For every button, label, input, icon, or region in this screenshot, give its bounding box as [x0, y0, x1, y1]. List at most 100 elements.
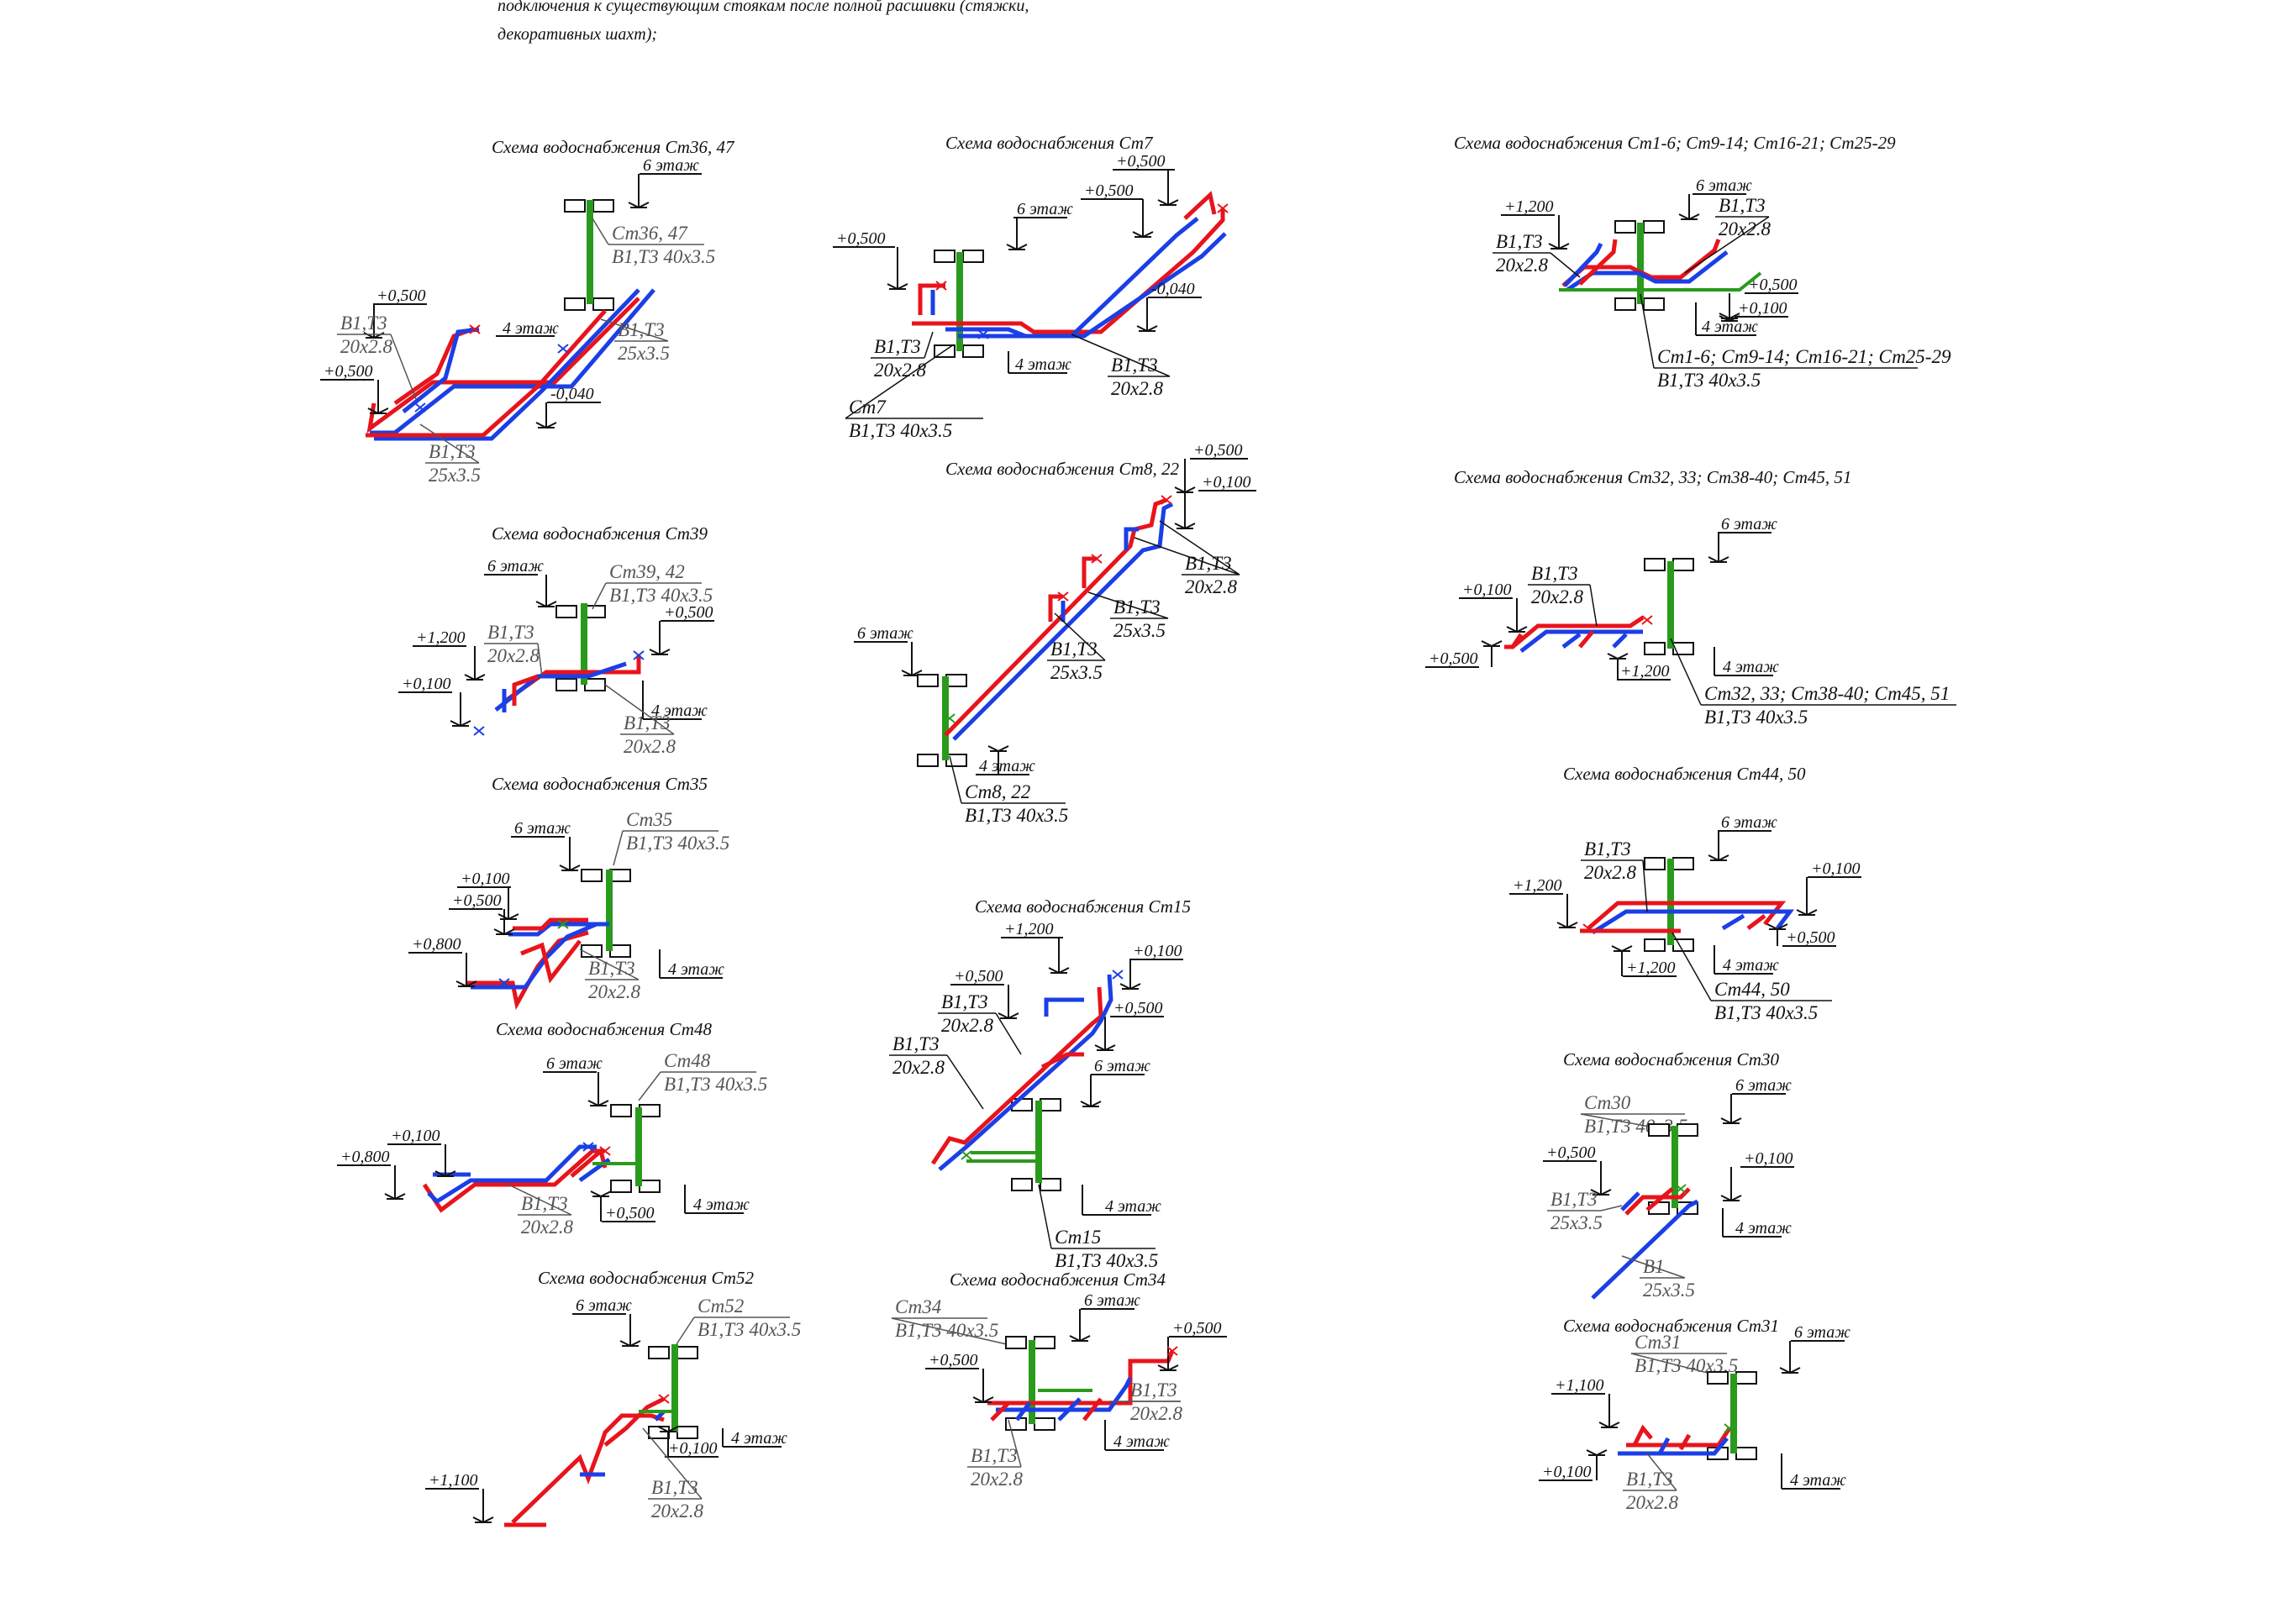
leader-line [1684, 216, 1770, 274]
elevation-mark: +0,500 [1786, 928, 1835, 947]
pipe-line [1746, 914, 1766, 930]
elevation-mark: 6 этаж [1794, 1323, 1850, 1342]
pipe-label: В1,Т3 [624, 712, 671, 733]
pipe-size: 20х2.8 [624, 736, 676, 757]
pipe-line [520, 939, 582, 984]
floor-slab-icon [609, 869, 631, 882]
floor-slab-icon [1644, 642, 1666, 655]
elevation-mark: +0,500 [1084, 181, 1134, 200]
pipe-line [1591, 1199, 1699, 1300]
floor-slab-icon [1644, 857, 1666, 870]
floor-slab-icon [1735, 1447, 1757, 1460]
valve-symbol-icon [1675, 1184, 1687, 1194]
floor-slab-icon [648, 1346, 670, 1359]
floor-slab-icon [1005, 1336, 1027, 1349]
floor-mark: 4 этаж [651, 702, 708, 720]
pipe-line [370, 288, 655, 435]
pipe-label: В1,Т3 [1584, 838, 1631, 859]
floor-slab-icon [564, 297, 586, 311]
scheme-title: Схема водоснабжения Ст39 [492, 523, 708, 544]
scheme-title: Схема водоснабжения Ст48 [496, 1019, 712, 1039]
pipe-label: В1,Т3 [487, 622, 534, 643]
pipe-line [393, 327, 473, 406]
floor-slab-icon [1011, 1178, 1033, 1191]
riser-label: Ст34 [895, 1296, 941, 1317]
floor-slab-icon [1040, 1098, 1061, 1112]
scheme-title: Схема водоснабжения Ст52 [538, 1268, 754, 1288]
pipe-line [1645, 1187, 1674, 1211]
leader-line [676, 1317, 695, 1345]
floor-slab-icon [564, 199, 586, 213]
pipe-label: В1,Т3 [874, 336, 921, 357]
riser-label: Ст32, 33; Ст38-40; Ст45, 51 [1704, 683, 1950, 704]
floor-mark: 4 этаж [1735, 1219, 1792, 1238]
scheme-st8-22: Схема водоснабжения Ст8, 22+0,500+0,1006… [854, 441, 1256, 826]
leader-line [613, 830, 624, 866]
riser-spec: В1,Т3 40х3.5 [612, 246, 715, 267]
leader-line [1071, 334, 1171, 377]
valve-symbol-icon [977, 329, 989, 339]
elevation-mark: +1,100 [429, 1471, 478, 1490]
elevation-mark: 6 этаж [1735, 1076, 1792, 1095]
scheme-title: Схема водоснабжения Ст35 [492, 774, 708, 794]
leader-line [1600, 1205, 1623, 1211]
floor-slab-icon [1614, 220, 1636, 234]
floor-slab-icon [962, 250, 984, 263]
pipe-line [366, 297, 640, 434]
floor-mark: 4 этаж [1702, 318, 1758, 336]
valve-symbol-icon [1166, 1346, 1178, 1356]
valve-symbol-icon [1582, 923, 1594, 933]
floor-slab-icon [555, 605, 577, 618]
floor-mark: 4 этаж [1105, 1197, 1161, 1216]
riser-spec: В1,Т3 40х3.5 [664, 1074, 767, 1095]
pipe-line [466, 930, 589, 1011]
riser-label: Ст48 [664, 1050, 711, 1071]
pipe-label: В1,Т3 [1531, 563, 1578, 584]
leader-line [1087, 591, 1169, 619]
leader-line [1671, 932, 1712, 1001]
riser-label: Ст30 [1584, 1092, 1631, 1113]
elevation-mark: +0,500 [324, 362, 373, 381]
leader-line [1621, 1255, 1686, 1279]
leader-line [995, 1012, 1022, 1055]
pipe-size: 20х2.8 [588, 981, 640, 1002]
scheme-title: Схема водоснабжения Ст32, 33; Ст38-40; С… [1454, 467, 1851, 487]
elevation-mark: +0,500 [376, 286, 426, 305]
floor-slab-icon [1735, 1371, 1757, 1385]
elevation-mark: 4 этаж [979, 757, 1035, 775]
pipe-label: В1,Т3 [1550, 1189, 1598, 1210]
valve-symbol-icon [582, 1142, 594, 1152]
floor-slab-icon [639, 1180, 661, 1193]
pipe-line [1612, 633, 1628, 649]
floor-slab-icon [962, 344, 984, 358]
pipe-line [944, 497, 1167, 737]
leader-line [1646, 1453, 1677, 1491]
valve-symbol-icon [1217, 203, 1229, 213]
pipe-line [1678, 1433, 1692, 1451]
leader-line [1038, 1184, 1052, 1249]
leader-line [949, 755, 962, 804]
riser-label: Ст35 [626, 809, 672, 830]
valve-symbol-icon [633, 650, 645, 660]
scheme-st15: Схема водоснабжения Ст15+1,200+0,100+0,5… [889, 896, 1191, 1271]
pipe-label: В1,Т3 [892, 1033, 940, 1054]
valve-symbol-icon [935, 281, 947, 291]
elevation-mark: 6 этаж [487, 557, 544, 575]
valve-symbol-icon [658, 1394, 670, 1404]
valve-symbol-icon [599, 1146, 611, 1156]
pipe-line [1578, 239, 1618, 286]
floor-mark: 4 этаж [1113, 1432, 1170, 1451]
valve-symbol-icon [1641, 615, 1653, 625]
pipe-line [1082, 1397, 1103, 1422]
pipe-line [1618, 1437, 1729, 1456]
pipe-size: 20х2.8 [1719, 218, 1771, 239]
elevation-mark: +1,200 [1626, 959, 1676, 977]
elevation-mark: 6 этаж [1696, 176, 1752, 195]
floor-slab-icon [1677, 1123, 1698, 1137]
pipe-size: 20х2.8 [941, 1015, 993, 1036]
elevation-mark: +1,100 [1555, 1376, 1604, 1395]
valve-symbol-icon [414, 402, 426, 413]
valve-symbol-icon [1724, 1423, 1735, 1433]
